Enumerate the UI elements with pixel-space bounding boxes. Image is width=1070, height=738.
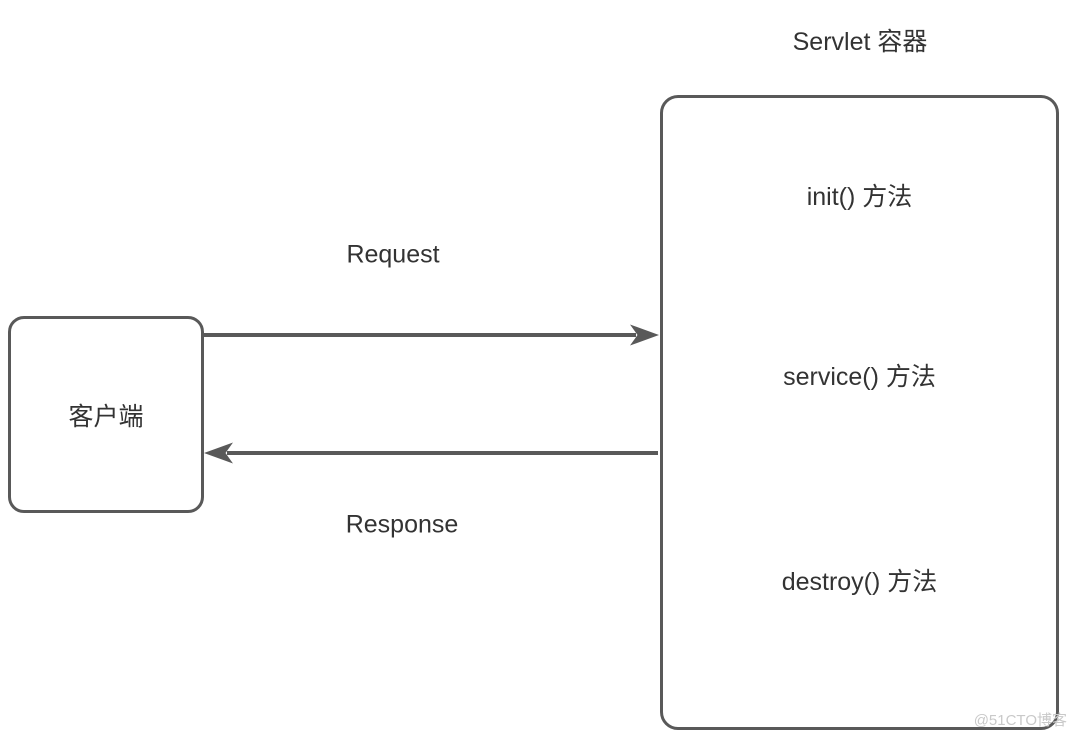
servlet-container-box: init() 方法 service() 方法 destroy() 方法 (660, 95, 1059, 730)
response-arrow-label: Response (345, 510, 459, 539)
destroy-method-label: destroy() 方法 (781, 568, 938, 596)
init-method-label: init() 方法 (806, 183, 913, 211)
client-label: 客户端 (68, 402, 144, 431)
servlet-container-title: Servlet 容器 (792, 28, 928, 56)
client-box: 客户端 (8, 316, 204, 513)
request-arrow-label: Request (346, 240, 440, 269)
service-method-label: service() 方法 (783, 363, 936, 391)
request-arrow (204, 324, 659, 346)
response-arrow (204, 442, 658, 464)
watermark: @51CTO博客 (973, 712, 1067, 729)
